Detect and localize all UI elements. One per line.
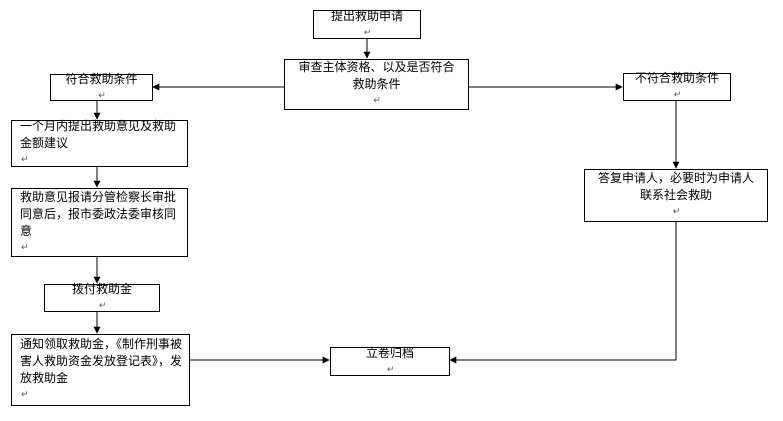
- node-approval-process: 救助意见报请分管检察长审批同意后，报市委政法委审核同意↵: [11, 188, 188, 257]
- node-reply-applicant: 答复申请人，必要时为申请人联系社会救助↵: [584, 169, 768, 222]
- node-notify-and-distribute: 通知领取救助金，《制作刑事被害人救助资金发放登记表》，发放救助金↵: [11, 334, 190, 406]
- node-one-month-proposal: 一个月内提出救助意见及救助金额建议↵: [11, 119, 188, 167]
- node-review-qualification: 审查主体资格、以及是否符合救助条件↵: [284, 59, 469, 110]
- node-submit-application: 提出救助申请↵: [313, 9, 421, 39]
- node-disburse-funds: 拨付救助金↵: [44, 282, 160, 312]
- node-archive: 立卷归档↵: [330, 346, 450, 376]
- node-meets-conditions: 符合救助条件↵: [50, 72, 153, 101]
- arrow-reply-to-archive: [449, 222, 677, 364]
- node-not-meet-conditions: 不符合救助条件↵: [623, 71, 731, 101]
